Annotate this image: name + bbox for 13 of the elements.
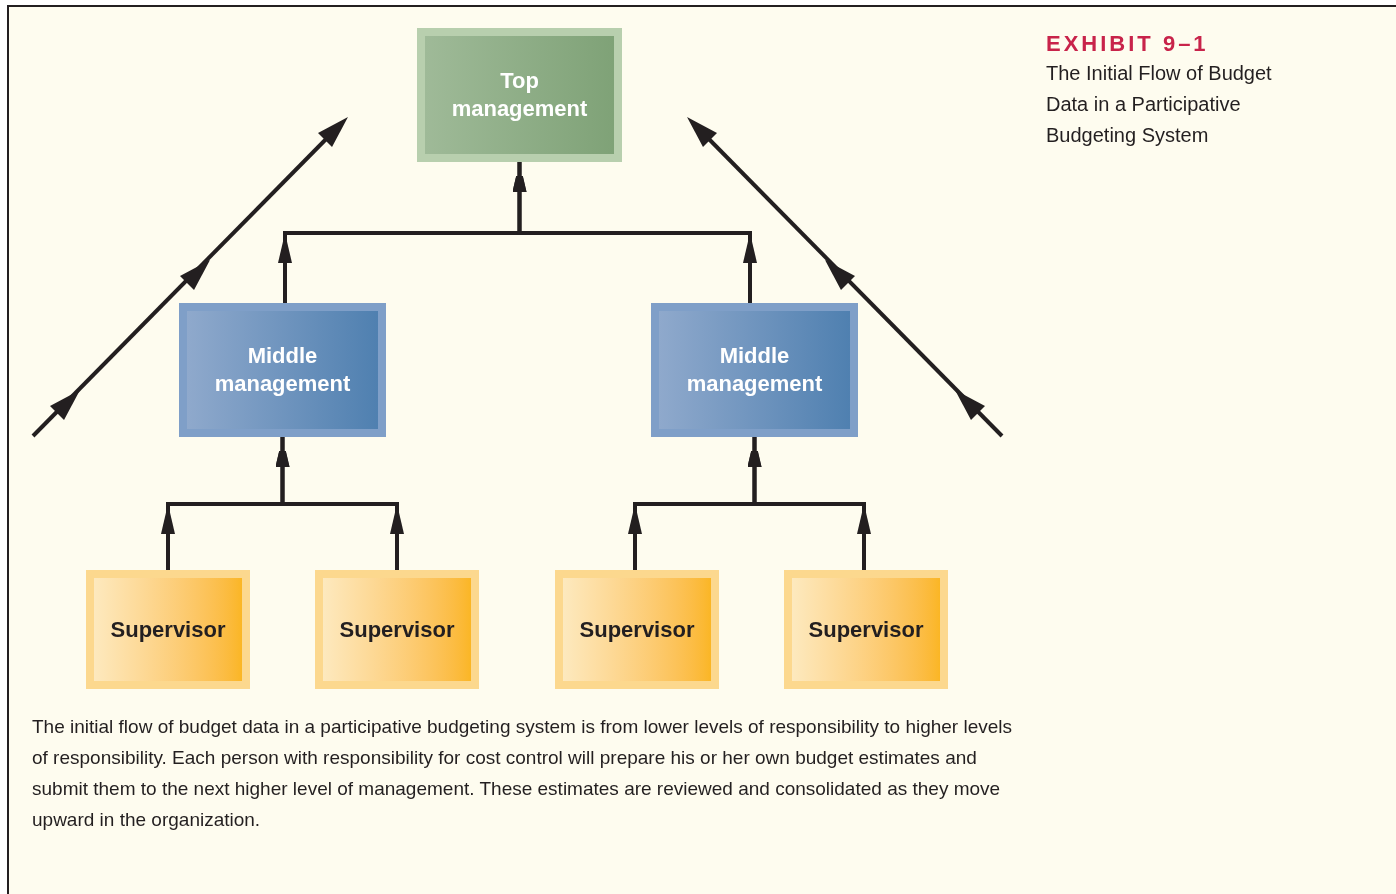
org-box: Supervisor (784, 570, 948, 689)
org-box: Supervisor (315, 570, 479, 689)
exhibit-subtitle: The Initial Flow of Budget Data in a Participative Budgeting System (1046, 61, 1273, 148)
caption: The initial flow of budget data in a participative budgeting system is from lower levels of responsibility to higher levels of responsibility. Each person with responsibility for cost control will prepare his or her own budget estimates and submit them to the next higher level of management. These estimates are reviewed and consolidated as they move upward in the organization. (32, 715, 1014, 832)
org-box: Middle management (651, 303, 858, 437)
arrow (512, 162, 757, 303)
org-box: Middle management (179, 303, 386, 437)
exhibit-title: EXHIBIT 9–1 (1046, 30, 1209, 58)
arrow (747, 437, 871, 570)
arrow (275, 437, 404, 570)
org-box: Top management (417, 28, 622, 162)
org-box: Supervisor (555, 570, 719, 689)
org-box: Supervisor (86, 570, 250, 689)
